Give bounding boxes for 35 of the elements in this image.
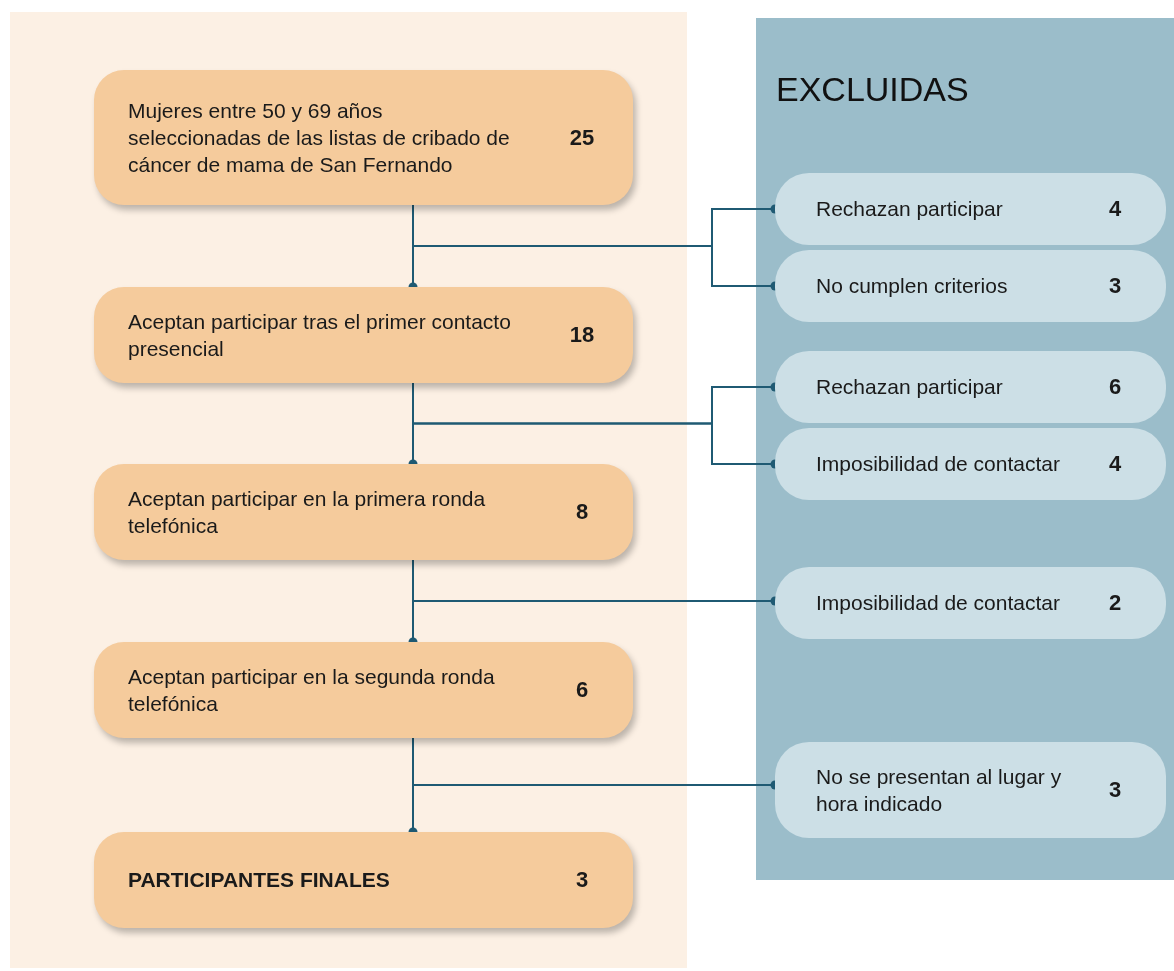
count-number: 6: [1107, 374, 1123, 400]
box-text: Imposibilidad de contactar: [816, 590, 1061, 617]
count-number: 3: [1107, 777, 1123, 803]
box-text: Imposibilidad de contactar: [816, 451, 1061, 478]
count-number: 4: [1107, 451, 1123, 477]
exclusion-box: [775, 428, 1166, 500]
count-number: 8: [574, 499, 590, 525]
process-box: [94, 642, 633, 738]
process-box: [94, 464, 633, 560]
panel-title: EXCLUIDAS: [776, 70, 969, 109]
box-text: No se presentan al lugar y hora indicado: [816, 763, 1063, 817]
box-text: Aceptan participar en la primera ronda telefónica: [128, 485, 487, 539]
process-box: [94, 70, 633, 205]
box-text: PARTICIPANTES FINALES: [128, 867, 391, 894]
box-text: Rechazan participar: [816, 196, 1004, 223]
count-number: 3: [1107, 273, 1123, 299]
box-text: Rechazan participar: [816, 374, 1004, 401]
exclusion-panel: [756, 18, 1174, 880]
exclusion-box: [775, 351, 1166, 423]
box-text: Aceptan participar tras el primer contacto presencial: [128, 308, 512, 362]
exclusion-box: [775, 742, 1166, 838]
box-text: Aceptan participar en la segunda ronda telefónica: [128, 663, 496, 717]
count-number: 25: [568, 124, 596, 151]
count-number: 6: [574, 677, 590, 703]
process-box: [94, 832, 633, 928]
count-number: 2: [1107, 590, 1123, 616]
count-number: 3: [574, 867, 590, 893]
exclusion-box: [775, 250, 1166, 322]
exclusion-box: [775, 173, 1166, 245]
box-text: Mujeres entre 50 y 69 años seleccionadas de las listas de cribado de cáncer de mama de San Fernando: [128, 97, 511, 179]
box-text: No cumplen criterios: [816, 273, 1009, 300]
exclusion-box: [775, 567, 1166, 639]
count-number: 18: [568, 322, 596, 348]
process-box: [94, 287, 633, 383]
count-number: 4: [1107, 196, 1123, 222]
